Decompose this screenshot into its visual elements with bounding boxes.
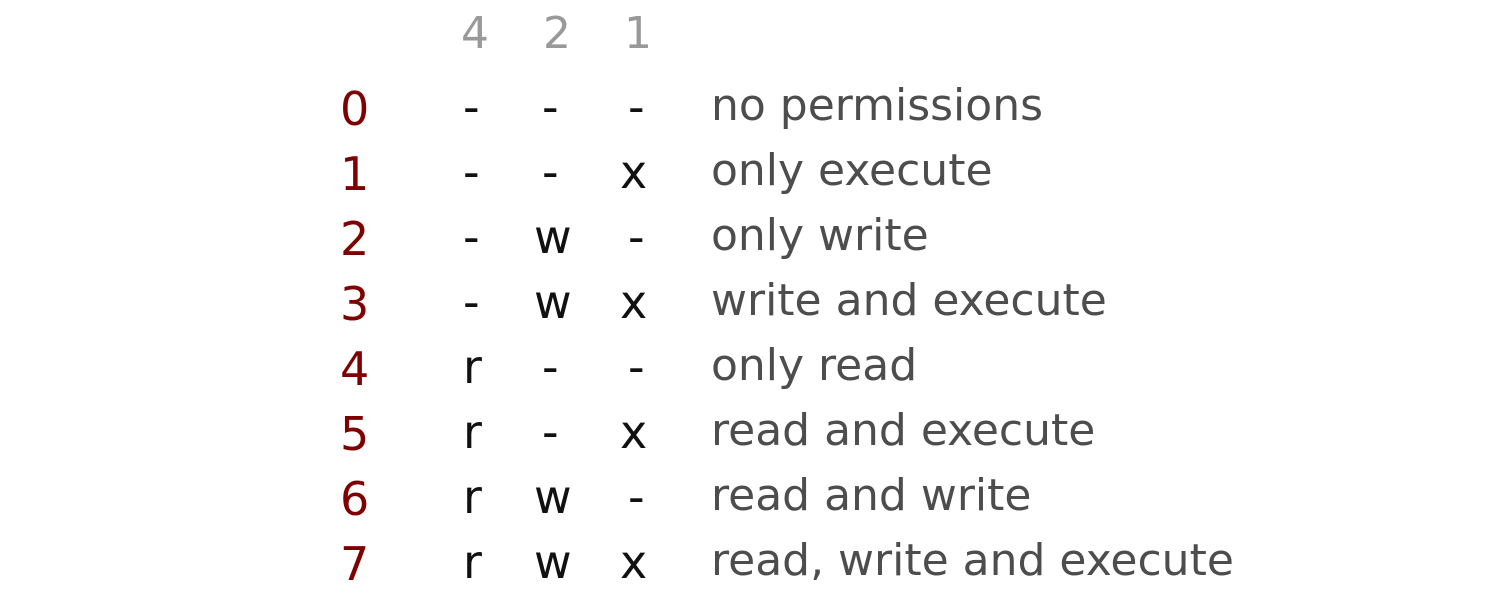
permission-flag-x: - xyxy=(628,210,645,264)
permission-flag-r: r xyxy=(463,470,482,524)
permission-description: read and execute xyxy=(711,405,1096,456)
permission-flag-r: - xyxy=(463,210,480,264)
permission-description: read, write and execute xyxy=(711,535,1234,586)
permission-flag-w: w xyxy=(534,275,572,329)
permission-flag-x: x xyxy=(620,535,648,589)
permission-flag-r: - xyxy=(463,145,480,199)
permission-flag-w: w xyxy=(534,470,572,524)
permission-digit: 6 xyxy=(340,472,370,526)
permission-description: no permissions xyxy=(711,80,1043,131)
permission-digit: 0 xyxy=(340,82,370,136)
permission-flag-w: - xyxy=(542,145,559,199)
permission-description: write and execute xyxy=(711,275,1107,326)
permission-digit: 2 xyxy=(340,212,370,266)
permission-flag-r: - xyxy=(463,80,480,134)
permission-flag-x: - xyxy=(628,470,645,524)
permission-description: only write xyxy=(711,210,929,261)
permission-flag-r: r xyxy=(463,340,482,394)
permission-flag-w: - xyxy=(542,405,559,459)
permission-flag-x: x xyxy=(620,405,648,459)
permission-description: only execute xyxy=(711,145,993,196)
permission-digit: 3 xyxy=(340,277,370,331)
permission-flag-x: - xyxy=(628,80,645,134)
header-bit-1: 1 xyxy=(624,8,652,59)
permission-flag-w: - xyxy=(542,340,559,394)
permission-flag-x: x xyxy=(620,275,648,329)
permission-digit: 4 xyxy=(340,342,370,396)
permission-flag-r: - xyxy=(463,275,480,329)
permission-flag-x: x xyxy=(620,145,648,199)
permission-description: only read xyxy=(711,340,918,391)
permission-description: read and write xyxy=(711,470,1032,521)
permission-flag-x: - xyxy=(628,340,645,394)
permission-digit: 1 xyxy=(340,147,370,201)
permission-digit: 5 xyxy=(340,407,370,461)
header-bit-4: 4 xyxy=(461,8,489,59)
permission-flag-r: r xyxy=(463,535,482,589)
header-bit-2: 2 xyxy=(543,8,571,59)
permission-flag-w: w xyxy=(534,210,572,264)
permission-flag-w: w xyxy=(534,535,572,589)
permission-digit: 7 xyxy=(340,537,370,591)
permission-flag-w: - xyxy=(542,80,559,134)
permission-flag-r: r xyxy=(463,405,482,459)
